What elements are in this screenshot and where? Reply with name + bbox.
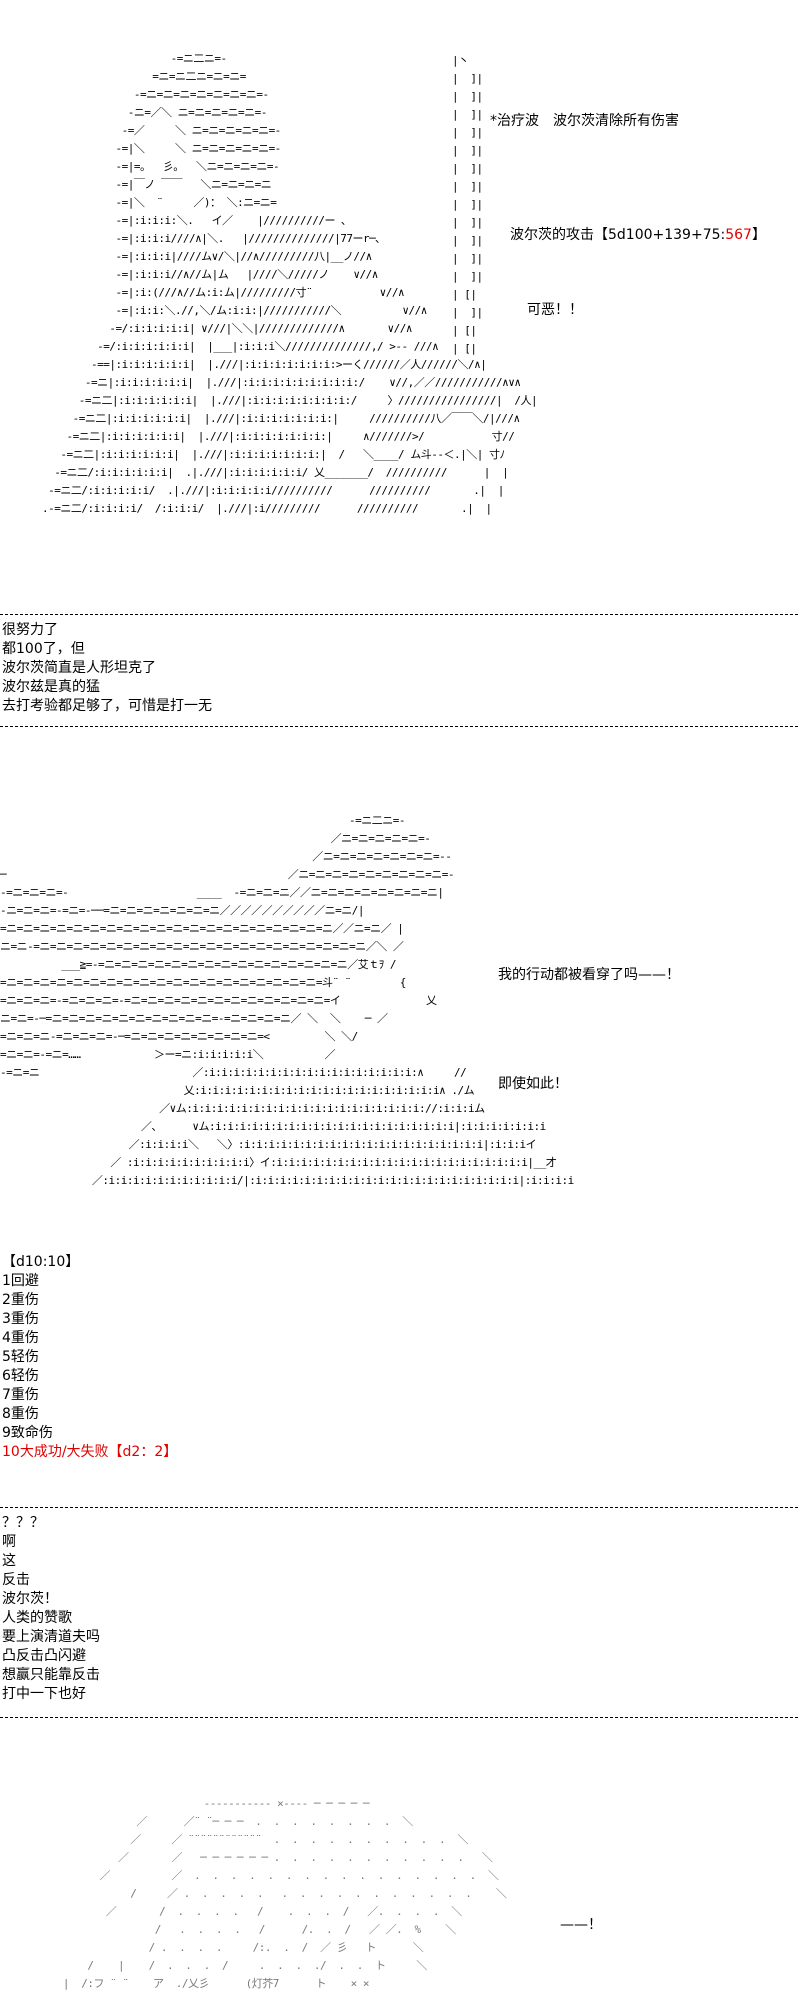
comment-line: 反击 bbox=[2, 1572, 30, 1588]
comments-block-2: ？？？ 啊 这 反击 波尔茨！ 人类的赞歌 要上演清道夫吗 凸反击凸闪避 想赢只… bbox=[2, 1514, 100, 1704]
comment-line: 波尔兹是真的猛 bbox=[2, 679, 100, 695]
dice-block: 【d10:10】 1回避 2重伤 3重伤 4重伤 5轻伤 6轻伤 7重伤 8重伤… bbox=[2, 1253, 177, 1462]
ascii-art-boltz-standing: -=ニ二ニ=- =ニ=ニ二ニ=ニ=ニ= -=ニ=ニ=ニ=ニ=ニ=ニ=ニ=- -ニ… bbox=[42, 52, 538, 515]
dice-option: 2重伤 bbox=[2, 1292, 39, 1308]
ascii-art-boltz-lunging: -=ニ二ニ=- ／ニ=ニ=ニ=ニ=ニ=- ／ニ=ニ=ニ=ニ=ニ=ニ=ニ=-- ─… bbox=[0, 814, 574, 1187]
ascii-art-boltz-closeup: ----------- ×---- ─ ─ ─ ─ ─ ／ ／¨ ¨─ ─ ─ … bbox=[62, 1797, 507, 1990]
comment-line: 凸反击凸闪避 bbox=[2, 1648, 86, 1664]
comment-line: 啊 bbox=[2, 1534, 16, 1550]
comment-line: 去打考验都足够了，可惜是打一无 bbox=[2, 698, 212, 714]
dice-option: 1回避 bbox=[2, 1273, 39, 1289]
comment-line: 都100了，但 bbox=[2, 641, 85, 657]
heal-wave-text: *治疗波 波尔茨清除所有伤害 bbox=[490, 113, 679, 129]
dice-option: 3重伤 bbox=[2, 1311, 39, 1327]
dice-option: 9致命伤 bbox=[2, 1425, 53, 1441]
dice-option: 7重伤 bbox=[2, 1387, 39, 1403]
dice-option: 6轻伤 bbox=[2, 1368, 39, 1384]
attack-roll-prefix: 波尔茨的攻击【5d100+139+75: bbox=[510, 227, 726, 243]
dialogue-line-1: 我的行动都被看穿了吗——！ bbox=[498, 967, 680, 983]
exclaim-text: ——！ bbox=[560, 1917, 602, 1933]
dice-header: 【d10:10】 bbox=[2, 1254, 80, 1270]
dialogue-line-2: 即使如此！ bbox=[498, 1076, 568, 1092]
dice-option: 4重伤 bbox=[2, 1330, 39, 1346]
comment-line: 波尔茨！ bbox=[2, 1591, 58, 1607]
comment-line: 要上演清道夫吗 bbox=[2, 1629, 100, 1645]
comment-line: 想赢只能靠反击 bbox=[2, 1667, 100, 1683]
dice-option: 5轻伤 bbox=[2, 1349, 39, 1365]
dice-option: 8重伤 bbox=[2, 1406, 39, 1422]
attack-roll-total: 567 bbox=[725, 227, 752, 243]
attack-roll-suffix: 】 bbox=[751, 227, 766, 243]
attack-roll-text: 波尔茨的攻击【5d100+139+75:567】 bbox=[510, 226, 766, 245]
dice-result: 10大成功/大失败【d2：2】 bbox=[2, 1444, 178, 1460]
comment-line: 很努力了 bbox=[2, 622, 58, 638]
regret-text: 可恶！！ bbox=[527, 302, 583, 318]
comment-line: 打中一下也好 bbox=[2, 1686, 86, 1702]
comments-block-1: 很努力了 都100了，但 波尔茨简直是人形坦克了 波尔兹是真的猛 去打考验都足够… bbox=[2, 621, 212, 716]
divider bbox=[0, 1507, 798, 1508]
comment-line: ？？？ bbox=[2, 1515, 44, 1531]
divider bbox=[0, 1717, 798, 1718]
comment-line: 波尔茨简直是人形坦克了 bbox=[2, 660, 156, 676]
divider bbox=[0, 614, 798, 615]
ascii-art-pole: |丶 | ]| | ]| | ]| | ]| | ]| | ]| | ]| | … bbox=[452, 54, 483, 355]
divider bbox=[0, 726, 798, 727]
comment-line: 人类的赞歌 bbox=[2, 1610, 72, 1626]
comment-line: 这 bbox=[2, 1553, 16, 1569]
